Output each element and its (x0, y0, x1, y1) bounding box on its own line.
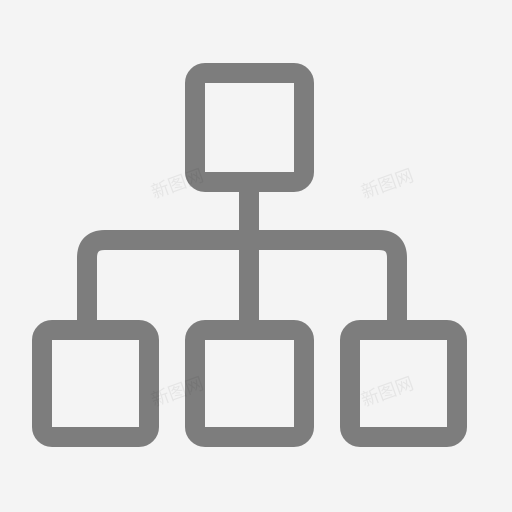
top-node-box (185, 63, 314, 192)
bottom-left-node-box (32, 320, 159, 447)
branch-connector (77, 230, 407, 330)
bottom-right-node-box (340, 320, 467, 447)
bottom-center-node-box (185, 320, 314, 447)
